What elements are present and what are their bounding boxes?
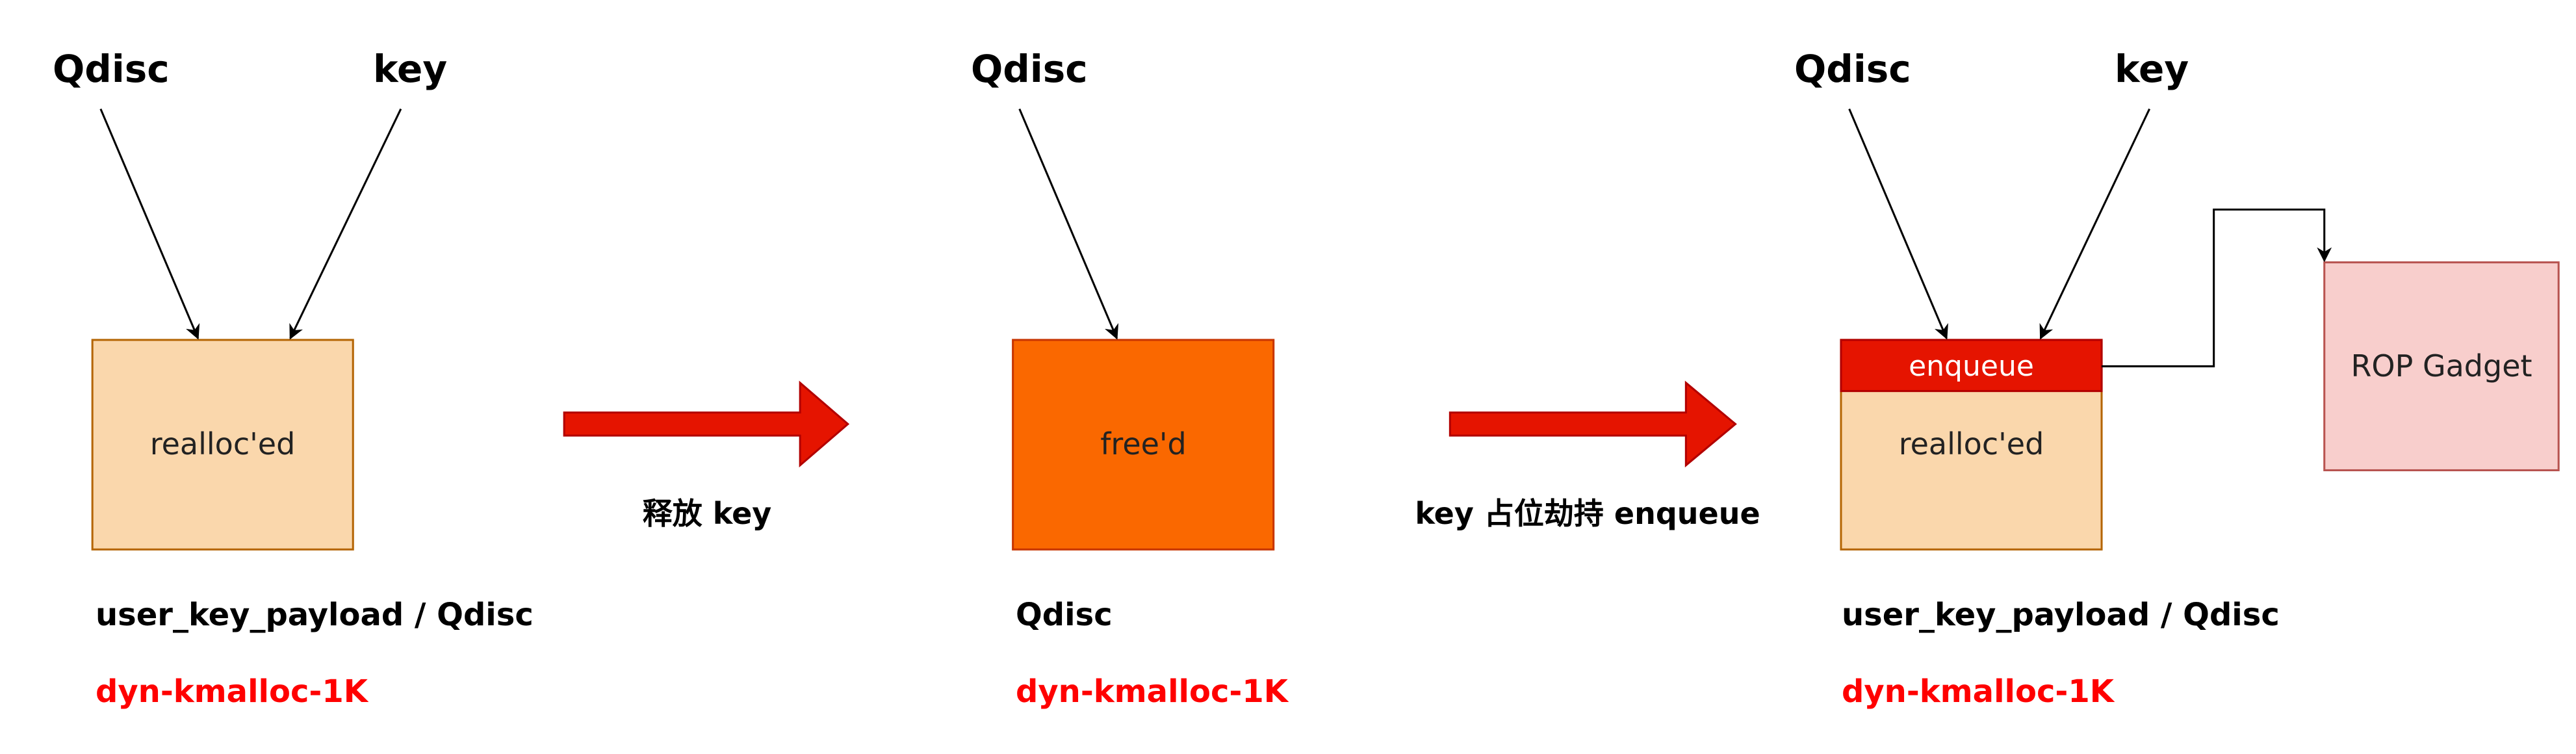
stage1-qdisc-pointer [99, 108, 200, 340]
stage3-qdisc-label: Qdisc [1794, 47, 1911, 91]
stage2-qdisc-label: Qdisc [971, 47, 1088, 91]
stage2-qdisc-pointer [1018, 108, 1119, 340]
stage2-object-box [1012, 339, 1275, 551]
step2-label: key 占位劫持 enqueue [1415, 496, 1760, 531]
stage3-qdisc-pointer [1848, 108, 1948, 340]
stage1-qdisc-label: Qdisc [53, 47, 170, 91]
stage3-header-label: enqueue [1909, 350, 2034, 383]
stage3-box-label: realloc'ed [1898, 426, 2044, 462]
step1-label: 释放 key [642, 496, 772, 531]
stage3-caption: user_key_payload / Qdisc [1842, 597, 2280, 633]
enqueue-to-rop-connector [2102, 208, 2332, 368]
rop-gadget-label: ROP Gadget [2351, 348, 2532, 384]
rop-gadget-box [2323, 261, 2560, 471]
stage3-key-pointer [2039, 108, 2151, 340]
stage1-key-pointer [289, 108, 402, 340]
stage1-caption: user_key_payload / Qdisc [96, 597, 534, 633]
step2-arrow [1449, 380, 1737, 468]
stage2-box-label: free'd [1100, 426, 1187, 462]
stage2-caption: Qdisc [1016, 597, 1113, 633]
stage1-cache: dyn-kmalloc-1K [96, 673, 368, 710]
step1-arrow [563, 380, 850, 468]
stage1-key-label: key [373, 47, 448, 91]
stage1-object-box [91, 339, 354, 551]
stage2-cache: dyn-kmalloc-1K [1016, 673, 1288, 710]
stage3-key-label: key [2115, 47, 2189, 91]
stage1-box-label: realloc'ed [149, 426, 296, 462]
stage3-cache: dyn-kmalloc-1K [1842, 673, 2114, 710]
